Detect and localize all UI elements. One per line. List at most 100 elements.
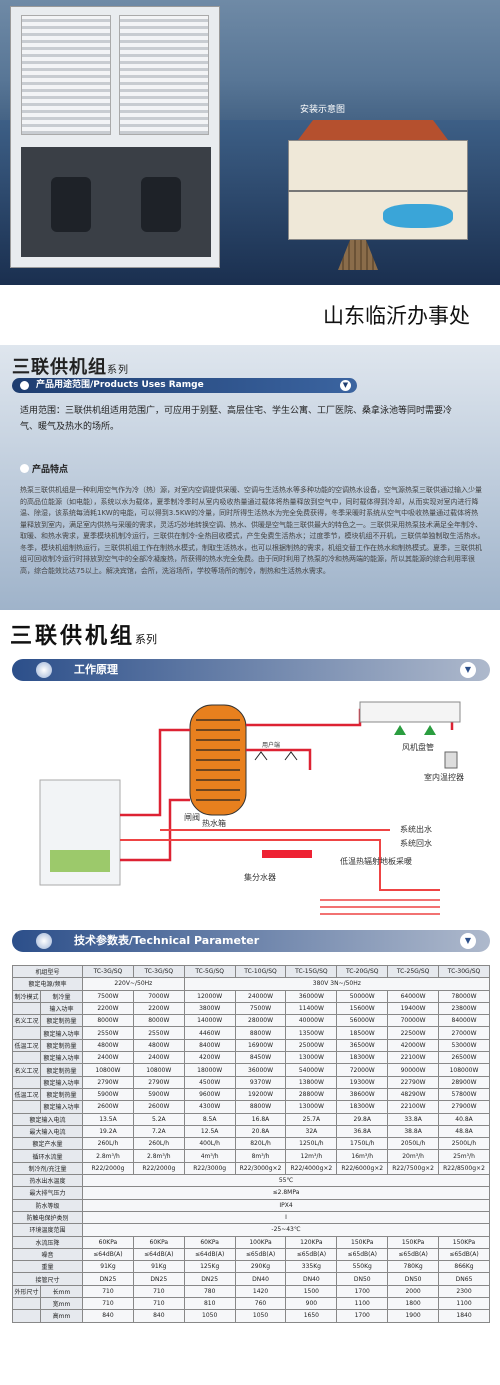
table-cell: 40000W [285, 1014, 338, 1028]
table-cell: 23800W [438, 1001, 490, 1016]
table-cell: ≤64dB(A) [132, 1247, 185, 1262]
table-cell: 8m³/h [234, 1149, 287, 1163]
table-cell: 36000W [285, 989, 338, 1003]
unit-base [21, 147, 211, 257]
house-illustration [288, 120, 470, 270]
table-cell: 25000W [285, 1038, 338, 1053]
table-cell: TC-10G/SQ [234, 964, 287, 979]
table-cell: 2600W [132, 1100, 185, 1114]
manifold [262, 850, 312, 858]
table-cell: 额定电源/频率 [11, 977, 84, 991]
table-cell: 4m³/h [183, 1149, 236, 1163]
table-cell: R22/3000g [183, 1161, 236, 1176]
usage-section-bar[interactable]: 产品用途范围/Products Uses Ramge ▼ [12, 378, 357, 393]
table-cell: 1700 [336, 1309, 389, 1323]
floor-heating-coil [320, 899, 440, 915]
table-cell: 19300W [336, 1075, 389, 1089]
table-cell: 14000W [183, 1014, 236, 1028]
table-cell: 额定输入功率 [39, 1051, 84, 1065]
table-cell: 8800W [234, 1026, 287, 1040]
chevron-down-icon[interactable]: ▼ [460, 662, 476, 678]
table-cell: DN40 [234, 1272, 287, 1286]
table-cell: 2500L/h [438, 1137, 490, 1151]
table-cell: I [82, 1210, 490, 1225]
table-cell: 11400W [285, 1001, 338, 1016]
floor-heating-label: 低温热辐射地板采暖 [340, 857, 412, 866]
work-principle-bar[interactable]: 工作原理 ▼ [12, 659, 490, 681]
table-cell: 接管尺寸 [11, 1272, 84, 1286]
chevron-down-icon[interactable]: ▼ [340, 380, 351, 391]
table-cell: 制冷模式 [12, 989, 41, 1003]
table-cell: 2.8m³/h [132, 1149, 185, 1163]
table-cell: DN25 [132, 1272, 185, 1286]
table-cell [12, 1051, 41, 1065]
table-cell: 38.8A [387, 1124, 440, 1139]
table-cell: DN65 [438, 1272, 490, 1286]
table-cell: 24000W [234, 989, 287, 1003]
table-cell: 5900W [132, 1087, 185, 1102]
table-cell: 9600W [183, 1087, 236, 1102]
house-floor [288, 190, 468, 192]
product-intro-panel: 三联供机组系列 产品用途范围/Products Uses Ramge ▼ 适用范… [0, 345, 500, 610]
table-cell: 4800W [82, 1038, 134, 1053]
table-cell: 78000W [438, 989, 490, 1003]
table-cell: 2300 [438, 1284, 490, 1299]
table-cell: 5.2A [132, 1112, 185, 1126]
chevron-down-icon[interactable]: ▼ [460, 933, 476, 949]
series-title: 三联供机组系列 [12, 357, 129, 378]
table-cell: 环境温度范围 [11, 1223, 84, 1237]
table-cell: 820L/h [234, 1137, 287, 1151]
table-cell: 48.8A [438, 1124, 490, 1139]
table-cell: 28000W [234, 1014, 287, 1028]
table-cell: 710 [132, 1284, 185, 1299]
install-diagram-label: 安装示意图 [300, 105, 346, 115]
table-cell: TC-30G/SQ [438, 964, 490, 979]
table-cell: 22100W [387, 1100, 440, 1114]
table-cell: 335Kg [285, 1260, 338, 1274]
table-cell: 60KPa [82, 1235, 134, 1249]
table-cell: 36.8A [336, 1124, 389, 1139]
work-principle-diagram: 热水箱 用户端 风机盘管 室内温控器 闸阀 系统出水 系统回水 低温热辐射地板采… [0, 700, 500, 920]
table-cell: 25.7A [285, 1112, 338, 1126]
table-cell: 水流压降 [11, 1235, 84, 1249]
table-cell: 1750L/h [336, 1137, 389, 1151]
table-cell: 8.5A [183, 1112, 236, 1126]
table-cell: 2050L/h [387, 1137, 440, 1151]
table-cell: 26500W [438, 1051, 490, 1065]
table-cell: 名义工况 [12, 1063, 41, 1077]
table-cell: 42000W [387, 1038, 440, 1053]
table-cell [12, 1026, 41, 1040]
table-cell: 760 [234, 1297, 287, 1311]
table-cell: 290Kg [234, 1260, 287, 1274]
param-bar[interactable]: 技术参数表/Technical Parameter ▼ [12, 930, 490, 952]
table-cell: TC-3G/SQ [132, 964, 185, 979]
table-cell: 55℃ [82, 1174, 490, 1188]
bullet-icon [20, 381, 29, 390]
table-cell: 重量 [11, 1260, 84, 1274]
table-cell: 13500W [285, 1026, 338, 1040]
table-cell: 50000W [336, 989, 389, 1003]
table-cell: 防水等级 [11, 1198, 84, 1212]
table-cell: 8000W [132, 1014, 185, 1028]
table-cell: DN40 [285, 1272, 338, 1286]
table-cell: 13800W [285, 1075, 338, 1089]
table-cell: 10800W [82, 1063, 134, 1077]
table-cell: 4500W [183, 1075, 236, 1089]
thermostat [444, 751, 458, 769]
table-cell: 25m³/h [438, 1149, 490, 1163]
table-cell: 12.5A [183, 1124, 236, 1139]
series-title-2: 三联供机组系列 [10, 624, 158, 649]
table-cell: 1900 [387, 1309, 440, 1323]
table-cell: 866Kg [438, 1260, 490, 1274]
table-cell: 710 [132, 1297, 185, 1311]
